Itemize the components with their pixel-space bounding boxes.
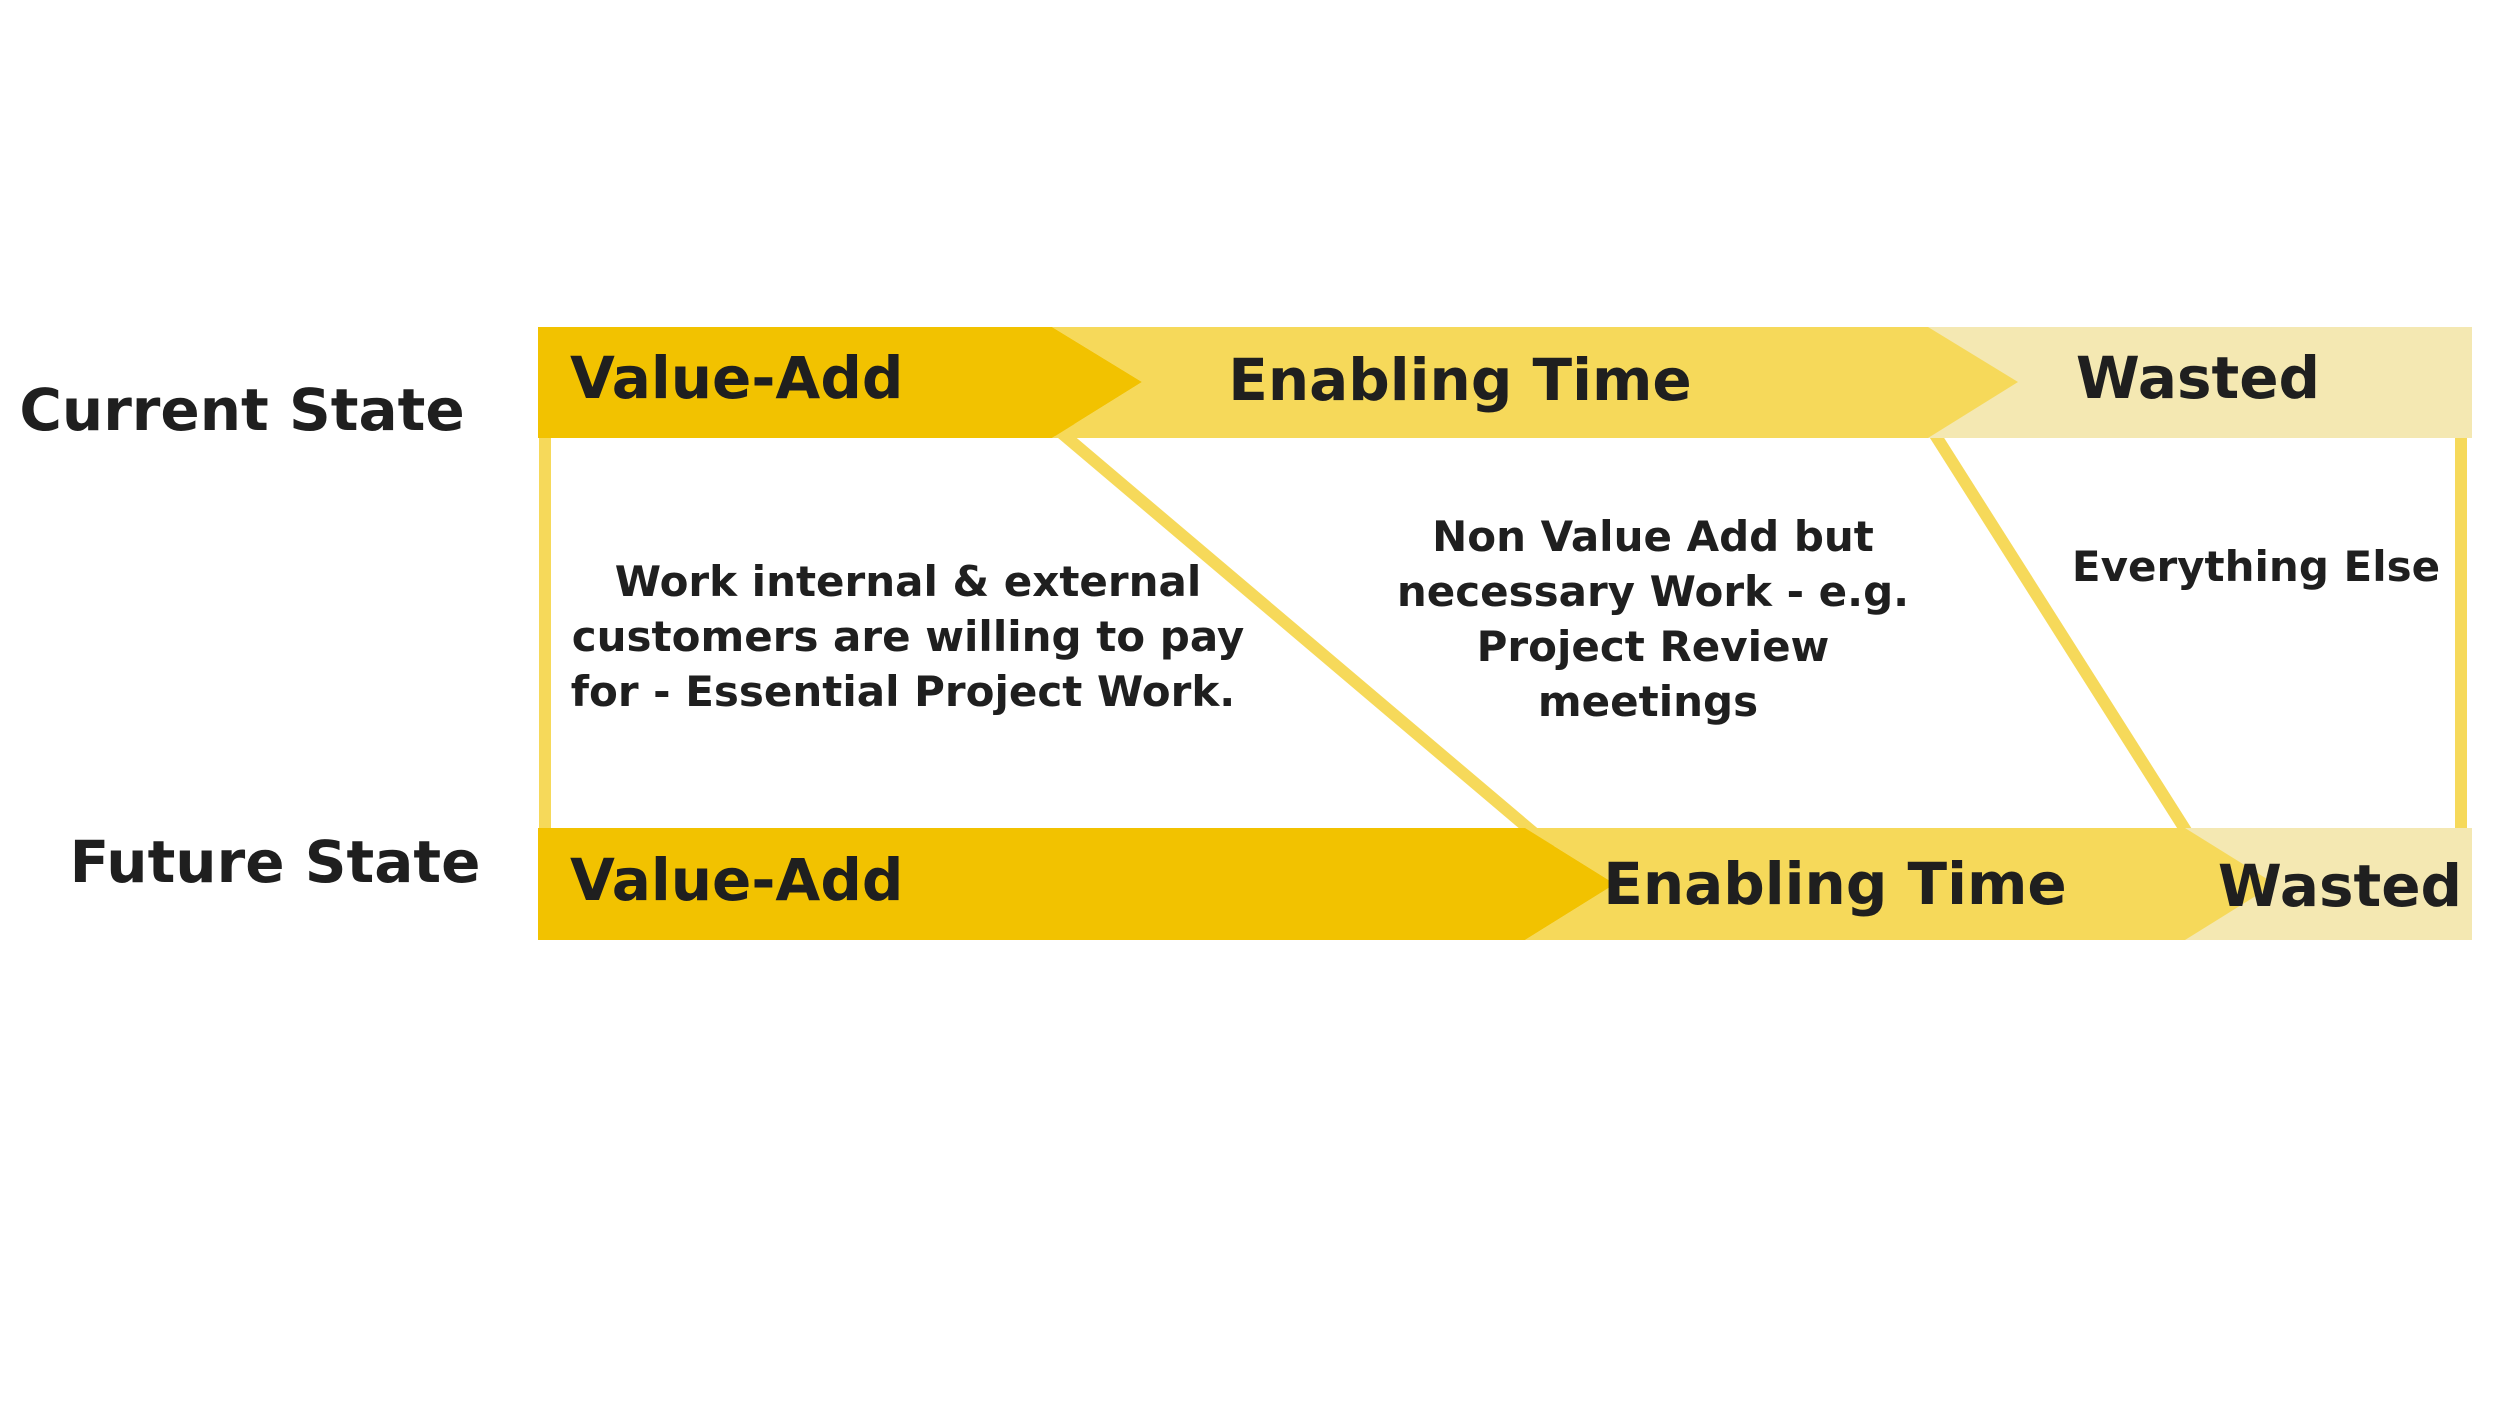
current-state-bar: Value-Add Enabling Time Wasted (538, 327, 2472, 438)
current-enabling-segment (1052, 327, 2018, 438)
current-wasted-segment (1928, 327, 2472, 438)
description-line: Project Review (1477, 622, 1830, 671)
description-line: Non Value Add but (1432, 512, 1874, 561)
value-add-description: Work internal & external customers are w… (571, 557, 1245, 716)
connector-value-add-boundary (1054, 425, 1539, 839)
future-wasted-label: Wasted (2218, 852, 2462, 920)
future-state-label: Future State (70, 828, 481, 896)
enabling-description: Non Value Add but necessary Work - e.g. … (1397, 512, 1909, 726)
future-state-bar: Value-Add Enabling Time Wasted (538, 828, 2472, 940)
future-enabling-segment (1525, 828, 2275, 940)
current-enabling-label: Enabling Time (1228, 346, 1692, 414)
current-state-label: Current State (19, 376, 464, 444)
description-line: Work internal & external (615, 557, 1202, 606)
future-enabling-label: Enabling Time (1603, 850, 2067, 918)
description-line: necessary Work - e.g. (1397, 567, 1909, 616)
current-wasted-label: Wasted (2076, 344, 2320, 412)
future-value-add-segment (538, 828, 1615, 940)
current-value-add-segment (538, 327, 1142, 438)
description-line: meetings (1538, 677, 1758, 726)
current-value-add-label: Value-Add (570, 344, 903, 412)
future-value-add-label: Value-Add (570, 846, 903, 914)
connector-enabling-boundary (1926, 426, 2194, 838)
future-wasted-segment (2185, 828, 2472, 940)
wasted-description: Everything Else (2072, 542, 2440, 591)
description-line: customers are willing to pay (572, 612, 1245, 661)
description-line: for - Essential Project Work. (571, 667, 1236, 716)
description-line: Everything Else (2072, 542, 2440, 591)
